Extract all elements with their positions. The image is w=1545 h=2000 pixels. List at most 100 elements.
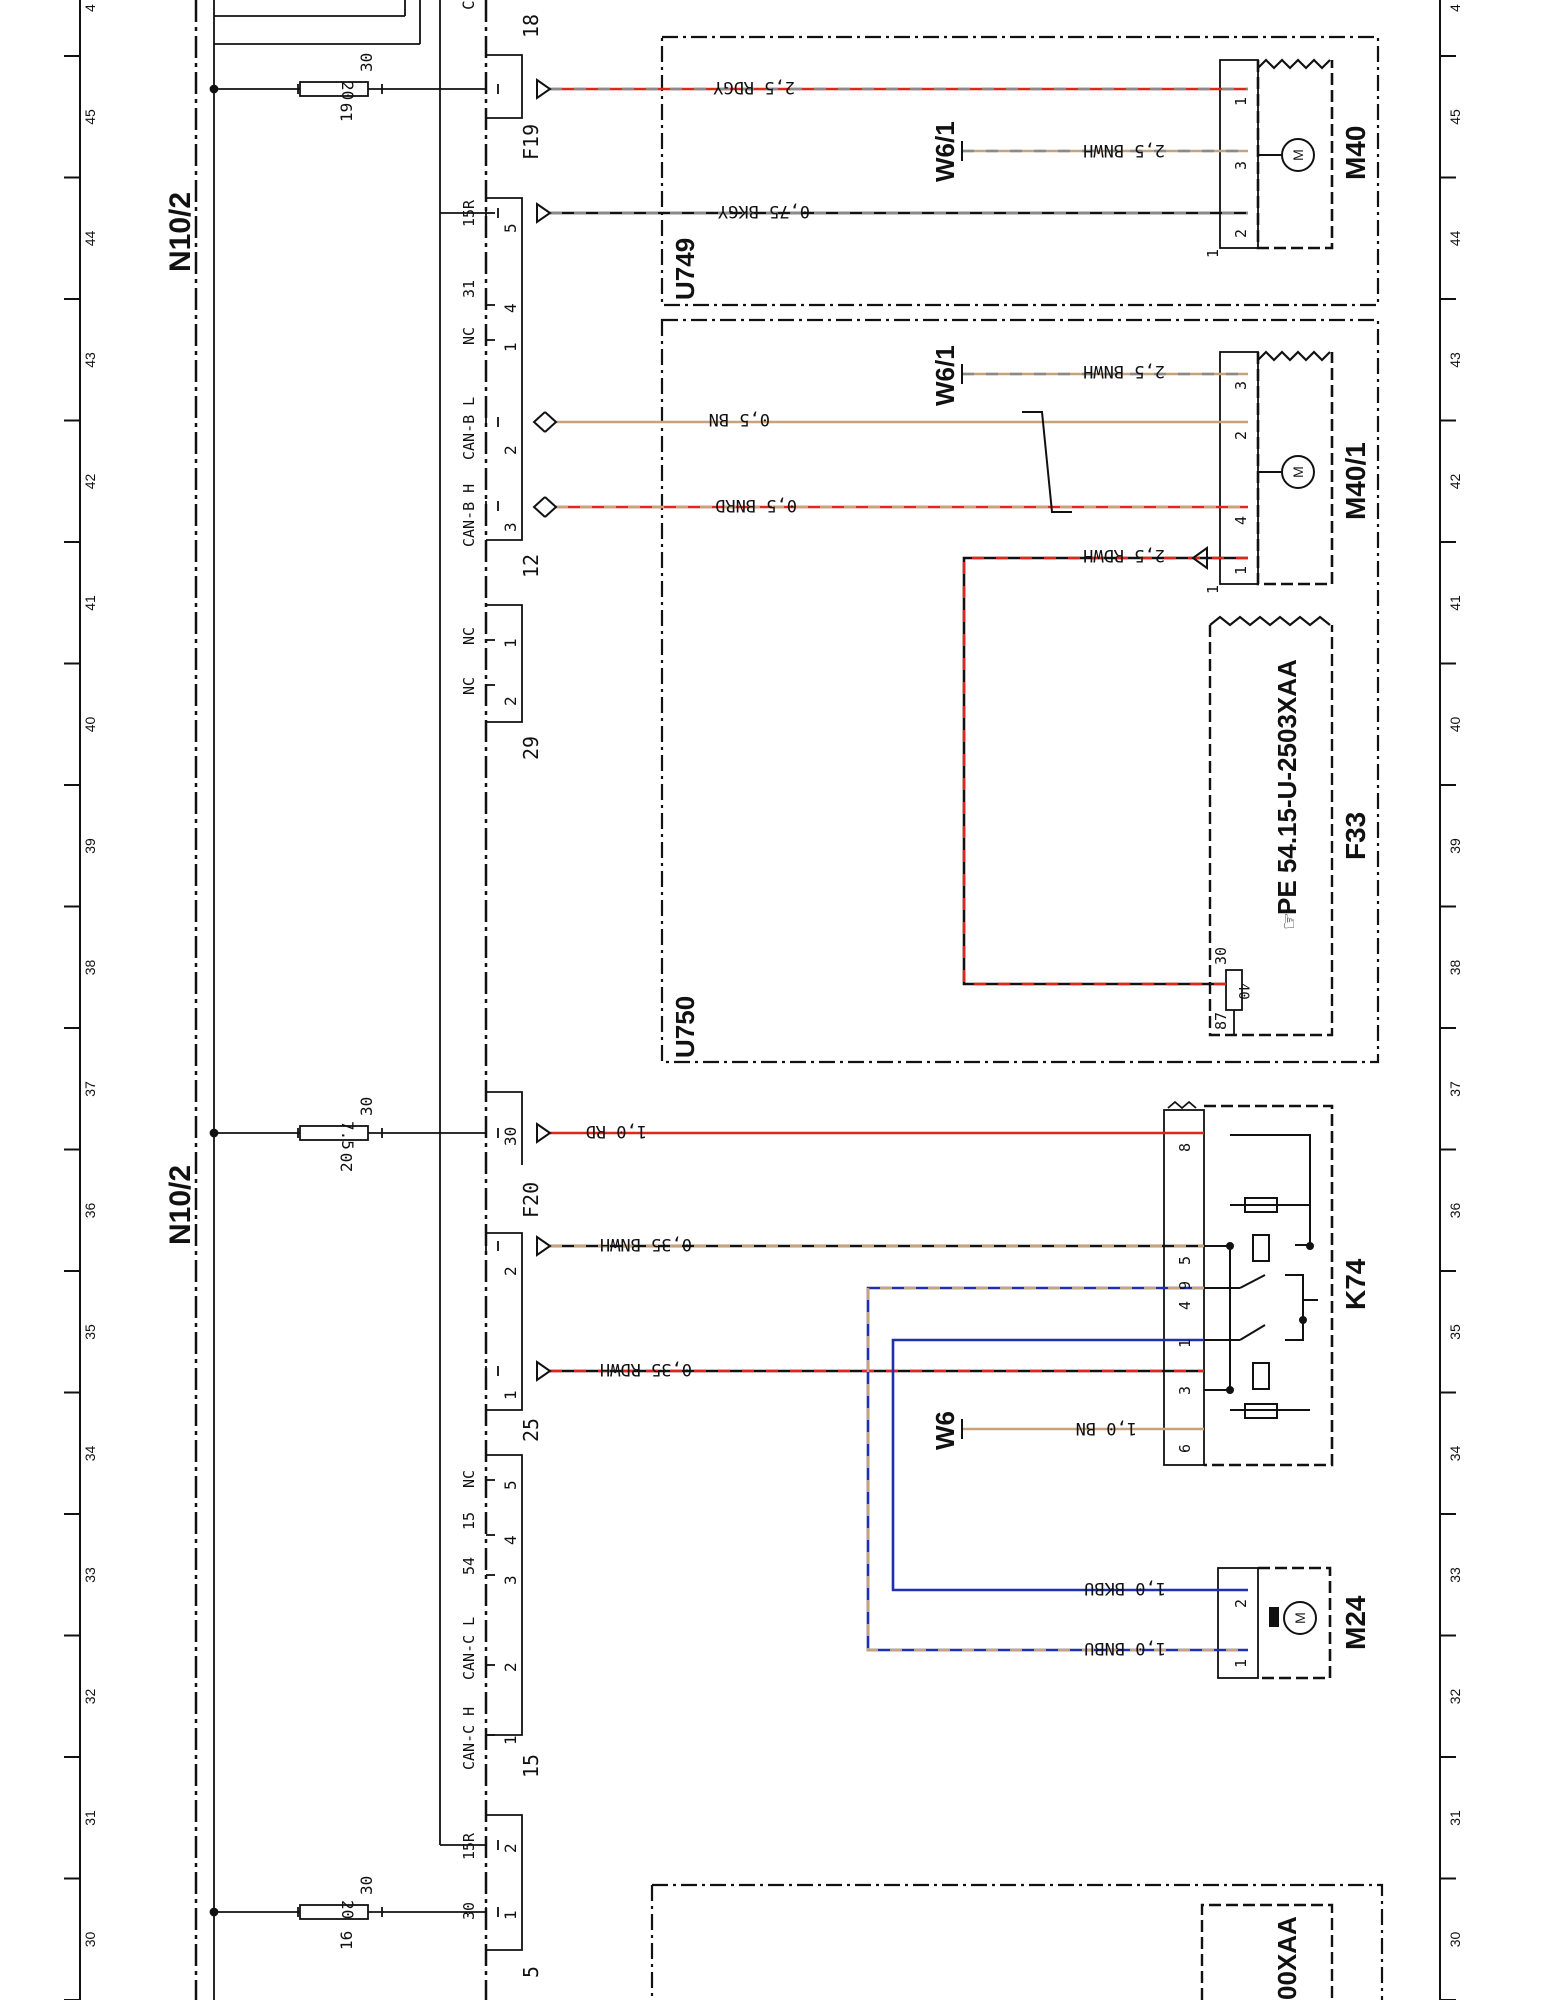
c12-pin-2: 2 [501,445,520,455]
c12-pin-1: 1 [501,342,520,352]
m40-1-label: M40/1 [1340,442,1371,520]
connector-29-number: 29 [519,736,543,760]
f33-pin-87: 87 [1212,1012,1230,1030]
fuse-19-id: 19 [337,103,356,122]
zone-number-right: 44 [1447,230,1463,246]
m40-pin-1: 1 [1232,97,1250,106]
wire-label-bnwh-b: 2,5 BNWH [1083,361,1165,381]
zone-number-left: 35 [82,1324,98,1340]
m24-label: M24 [1340,1595,1371,1650]
c15-pin-3: 3 [501,1575,520,1585]
c15-signal-54: 54 [460,1557,478,1575]
c15-pin-2: 2 [501,1662,520,1672]
k74-pin-4: 4 [1176,1301,1194,1310]
fuse-20-terminal: 30 [357,1097,376,1116]
c12-pin-5: 5 [501,223,520,233]
k74-label: K74 [1340,1258,1371,1310]
control-unit-label-bottom: N10/2 [164,1165,197,1245]
bottom-module [1200,1903,1334,2000]
m24-icon: M [1292,1612,1308,1624]
wire-label-bn: 0,5 BN [709,409,770,429]
wire-bkbu [891,1338,1248,1592]
motor-m40-1 [1219,350,1334,586]
m24-pin-2: 2 [1232,1599,1250,1608]
zone-number-right: 45 [1447,109,1463,125]
c12-signal-can-b-l: CAN-B L [460,397,478,460]
c5-signal-15r: 15R [460,1832,478,1860]
zone-number-left: 36 [82,1202,98,1218]
k74-pin-1: 1 [1176,1339,1194,1348]
zone-number-left: 37 [82,1081,98,1097]
wire-label-rdwh-b: 0,35 RDWH [600,1359,692,1379]
wire-label-rd: 1,0 RD [586,1121,647,1141]
zone-number-right: 34 [1447,1445,1463,1461]
m40-icon: M [1290,149,1306,161]
wire-bnbu-stripe [866,1286,1248,1652]
c15-pin-1: 1 [501,1735,520,1745]
c29-signal-2: NC [460,677,478,695]
m24-pin-1: 1 [1232,1659,1250,1668]
fuse-box-f33 [1208,615,1334,1037]
connector-18-partial: C [459,0,478,10]
zone-number-right: 40 [1447,716,1463,732]
c12-signal-can-b-h: CAN-B H [460,484,478,547]
bottom-module-part: 00XAA [1272,1916,1302,2000]
module-boxes [650,35,1384,2000]
zone-number-left: 45 [82,109,98,125]
m40-label: M40 [1340,126,1371,180]
m40-pin-3: 3 [1232,161,1250,170]
c15-signal-can-c-h: CAN-C H [460,1707,478,1770]
zone-number-left: 39 [82,838,98,854]
zone-number-left: 44 [82,230,98,246]
k74-pin-6: 6 [1176,1444,1194,1453]
m40-pin-2: 2 [1232,229,1250,238]
wires [550,87,1248,1652]
wire-label-bkgy: 0,75 BKGY [718,201,810,221]
zone-number-right: 30 [1447,1931,1463,1947]
c12-pin-3: 3 [501,522,520,532]
zone-number-left: 41 [82,595,98,611]
wire-label-bnrd: 0,5 BNRD [715,495,797,515]
wire-jumper [1022,411,1072,513]
fuse-19-rating: 20 [338,81,357,100]
f33-pointer-icon: ☞ [1279,912,1301,930]
fuse-19-name: F19 [519,124,543,160]
zone-number-left: 31 [82,1810,98,1826]
c15-signal-nc: NC [460,1470,478,1488]
c5-pin-1: 1 [501,1910,520,1920]
wire-label-bkbu: 1,0 BKBU [1084,1578,1166,1598]
fuse-16-id: 16 [337,1931,356,1950]
connector-12-number: 12 [519,554,543,578]
fuse-16 [209,1904,486,1920]
connector-5-number: 5 [519,1966,543,1978]
zone-number-right: 31 [1447,1810,1463,1826]
wire-rdwh [962,556,1248,986]
c29-signal-1: NC [460,627,478,645]
c29-pin-2: 2 [501,696,520,706]
connector-25-number: 25 [519,1418,543,1442]
c15-pin-4: 4 [501,1535,520,1545]
zone-number-right: 36 [1447,1202,1463,1218]
wire-label-bnbu: 1,0 BNBU [1084,1638,1166,1658]
m40-1-pin-4: 4 [1232,516,1250,525]
wire-arrows [532,78,1208,1382]
zone-number-right: 35 [1447,1324,1463,1340]
c5-pin-2: 2 [501,1843,520,1853]
zone-number-left: 38 [82,959,98,975]
zone-number-left: 40 [82,716,98,732]
zone-number-right: 33 [1447,1567,1463,1583]
u750-label: U750 [670,996,700,1058]
c12-signal-31: 31 [460,280,478,298]
c12-pin-4: 4 [501,303,520,313]
connector-blocks [486,54,523,1951]
f33-part-number: PE 54.15-U-2503XAA [1272,659,1302,915]
zone-number-right: 37 [1447,1081,1463,1097]
motor-m40 [1219,58,1334,250]
zone-number-left: 32 [82,1688,98,1704]
m40-1-pin-2: 2 [1232,431,1250,440]
zone-number-left: 33 [82,1567,98,1583]
fuse-20-rating: 7.5 [338,1121,357,1150]
control-unit-n10-2 [194,0,488,2000]
component-pins: 1 3 2 1 3 2 4 1 1 8 5 9 4 1 3 6 2 1 [1176,97,1250,1668]
